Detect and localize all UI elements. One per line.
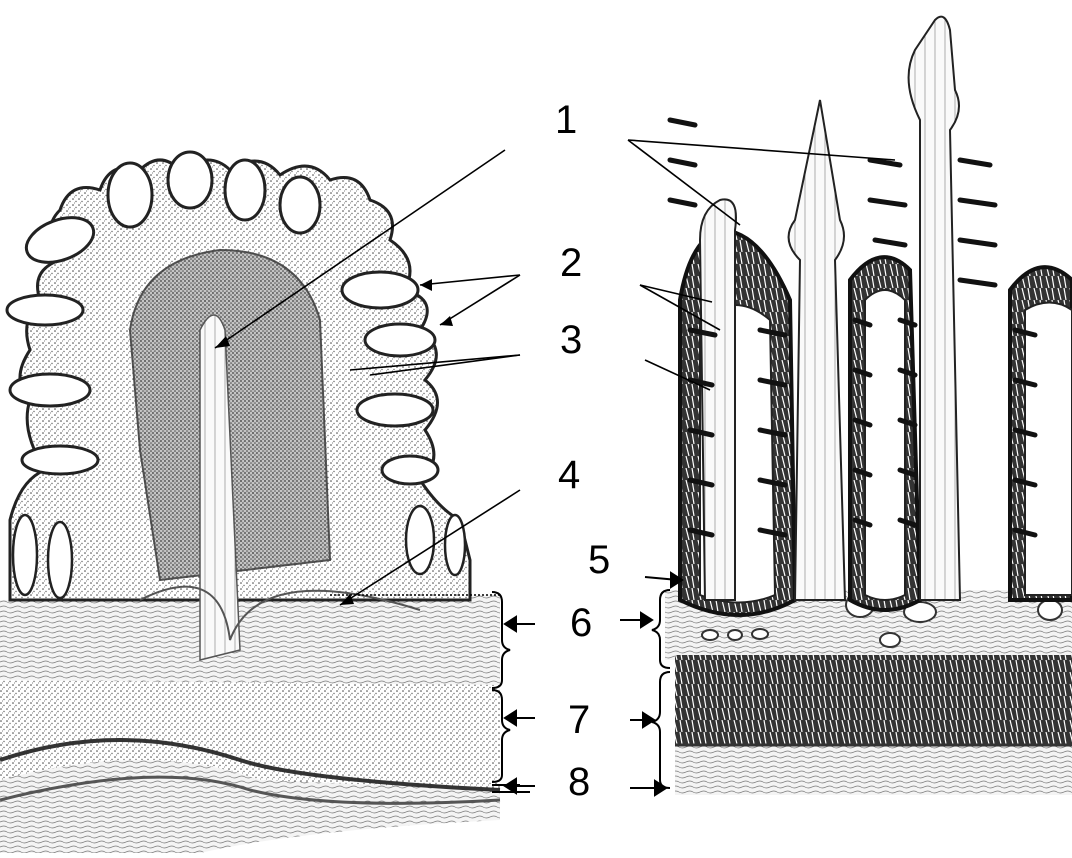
label-7: 7	[568, 700, 590, 740]
label-5: 5	[588, 540, 610, 580]
label-arrows	[505, 573, 682, 795]
label-2: 2	[560, 243, 582, 283]
right-muscular-layer	[675, 655, 1072, 750]
right-serosa-layer	[675, 745, 1072, 795]
label-6: 6	[570, 603, 592, 643]
right-villus-left	[700, 199, 736, 600]
crypt-3-lumen	[1025, 303, 1072, 596]
label-8: 8	[568, 762, 590, 802]
label-4: 4	[558, 455, 580, 495]
left-villus-section	[0, 152, 500, 853]
right-villus-1	[789, 100, 845, 600]
label-1: 1	[555, 100, 577, 140]
right-crypt-section	[665, 17, 1072, 795]
label-3: 3	[560, 320, 582, 360]
crypt-2-lumen	[865, 290, 905, 600]
